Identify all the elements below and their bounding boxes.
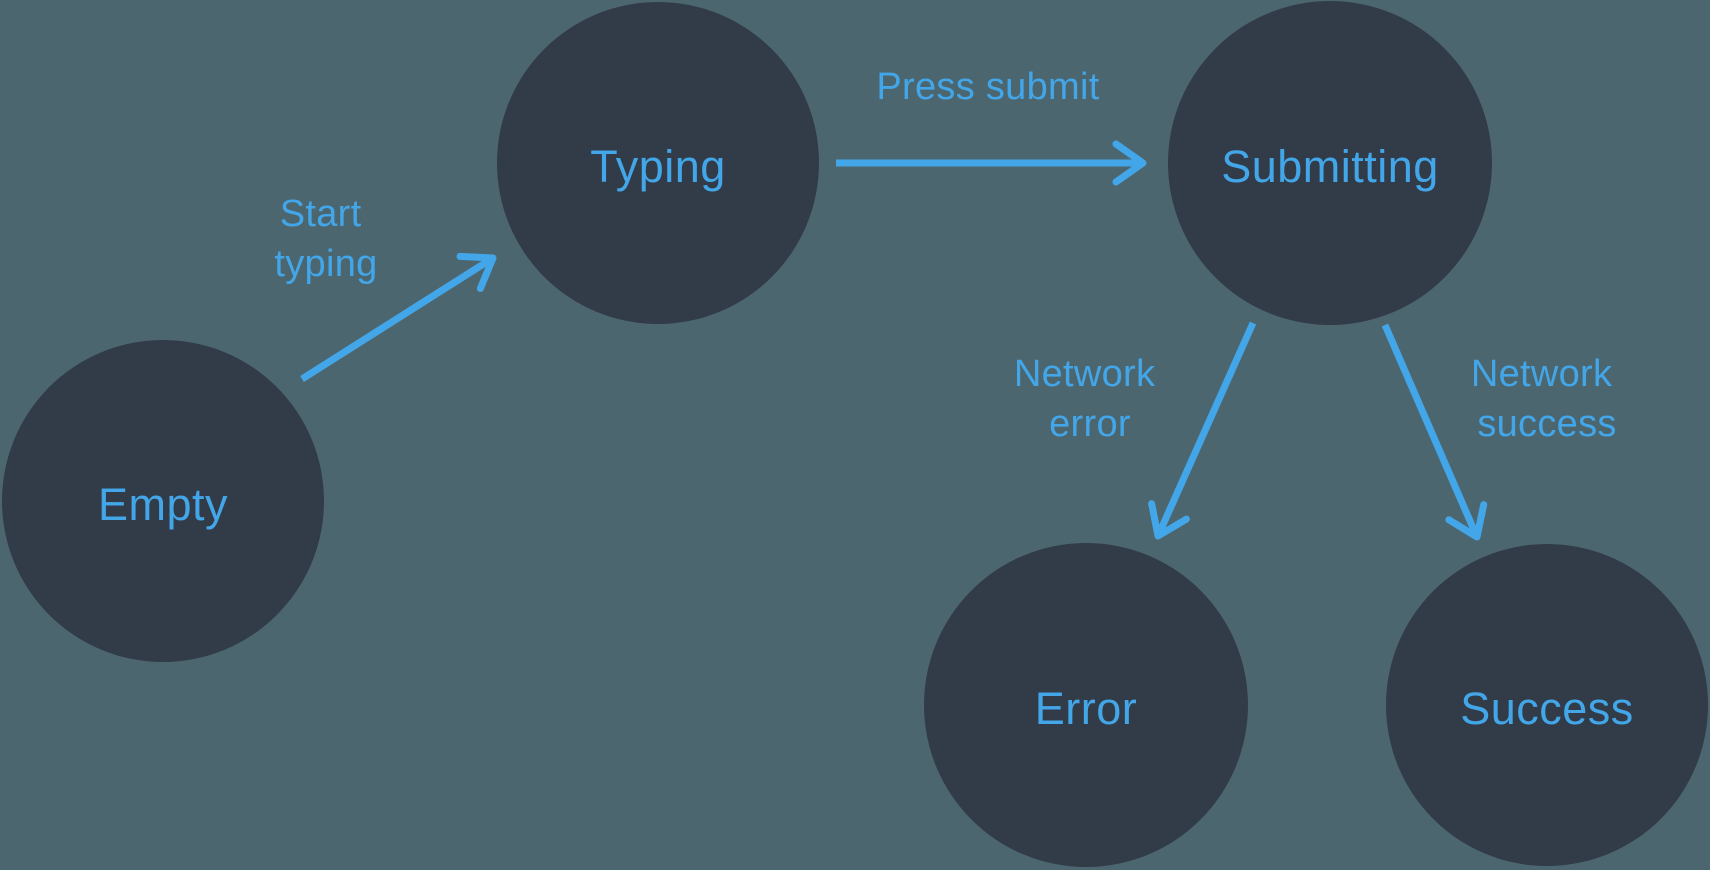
node-label-submitting: Submitting — [1221, 141, 1439, 192]
edge-label-start-typing: Start typing — [274, 193, 377, 285]
edge-label-line: typing — [274, 243, 377, 285]
edge-label-line: success — [1477, 403, 1616, 445]
node-label-empty: Empty — [98, 479, 228, 530]
edge-label-line: error — [1049, 403, 1131, 445]
node-success: Success — [1386, 544, 1708, 866]
node-label-error: Error — [1035, 683, 1138, 734]
edge-label-line: Start — [280, 193, 362, 235]
node-submitting: Submitting — [1168, 1, 1492, 325]
node-typing: Typing — [497, 2, 819, 324]
node-error: Error — [924, 543, 1248, 867]
node-circle-typing — [497, 2, 819, 324]
node-circle-success — [1386, 544, 1708, 866]
edge-press-submit: Press submit — [836, 66, 1147, 186]
edge-network-success: Network success — [1381, 323, 1623, 541]
node-empty: Empty — [2, 340, 324, 662]
edge-label-network-error: Network error — [1014, 353, 1166, 445]
node-label-typing: Typing — [590, 141, 726, 192]
edge-start-typing: Start typing — [274, 193, 497, 382]
edge-arrow-network-error — [1148, 321, 1257, 540]
node-circle-empty — [2, 340, 324, 662]
node-circle-submitting — [1168, 1, 1492, 325]
edge-arrow-start-typing — [300, 252, 497, 382]
edge-label-line: Press submit — [876, 66, 1099, 108]
edge-label-line: Network — [1014, 353, 1156, 395]
edge-label-line: Network — [1471, 353, 1613, 395]
edge-label-network-success: Network success — [1471, 353, 1623, 445]
edge-network-error: Network error — [1014, 321, 1257, 540]
node-label-success: Success — [1460, 683, 1634, 734]
edge-arrow-network-success — [1381, 323, 1488, 541]
edge-label-press-submit: Press submit — [876, 66, 1099, 108]
node-circle-error — [924, 543, 1248, 867]
